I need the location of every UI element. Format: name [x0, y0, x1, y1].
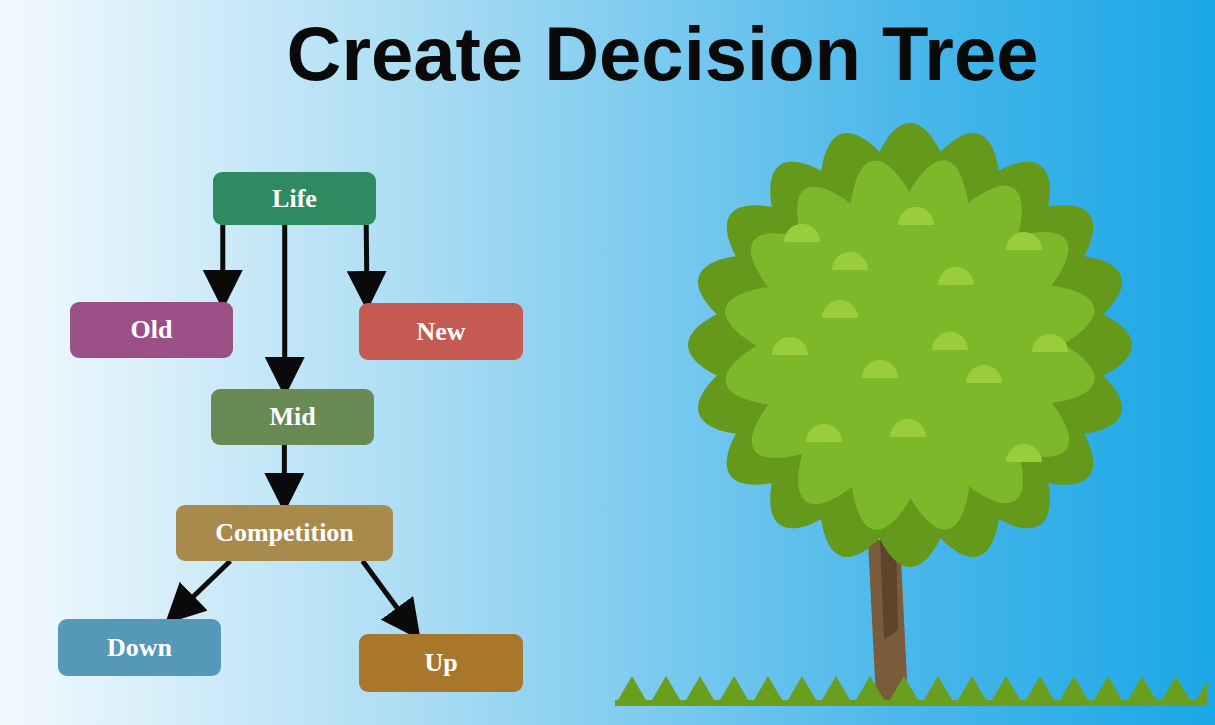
arrow-connector [363, 561, 415, 632]
node-label: Mid [269, 402, 315, 432]
node-label: New [416, 317, 465, 347]
decision-node: Up [359, 634, 523, 692]
arrow-connector [282, 225, 287, 387]
decision-node: New [359, 303, 523, 360]
node-label: Down [107, 633, 172, 663]
arrow-connector [220, 225, 225, 300]
node-label: Life [272, 184, 317, 214]
arrow-connector [172, 561, 230, 617]
node-label: Up [424, 648, 457, 678]
node-label: Old [131, 315, 173, 345]
decision-node: Old [70, 302, 233, 358]
grass-spikes [615, 0, 1207, 725]
node-label: Competition [215, 518, 354, 548]
decision-node: Competition [176, 505, 393, 561]
decision-node: Mid [211, 389, 374, 445]
decision-node: Down [58, 619, 221, 676]
diagram-title: Create Decision Tree [0, 12, 1215, 96]
decision-node: Life [213, 172, 376, 225]
arrow-connector [364, 225, 370, 301]
arrow-connector [282, 445, 287, 503]
ground-strip [615, 700, 1207, 706]
